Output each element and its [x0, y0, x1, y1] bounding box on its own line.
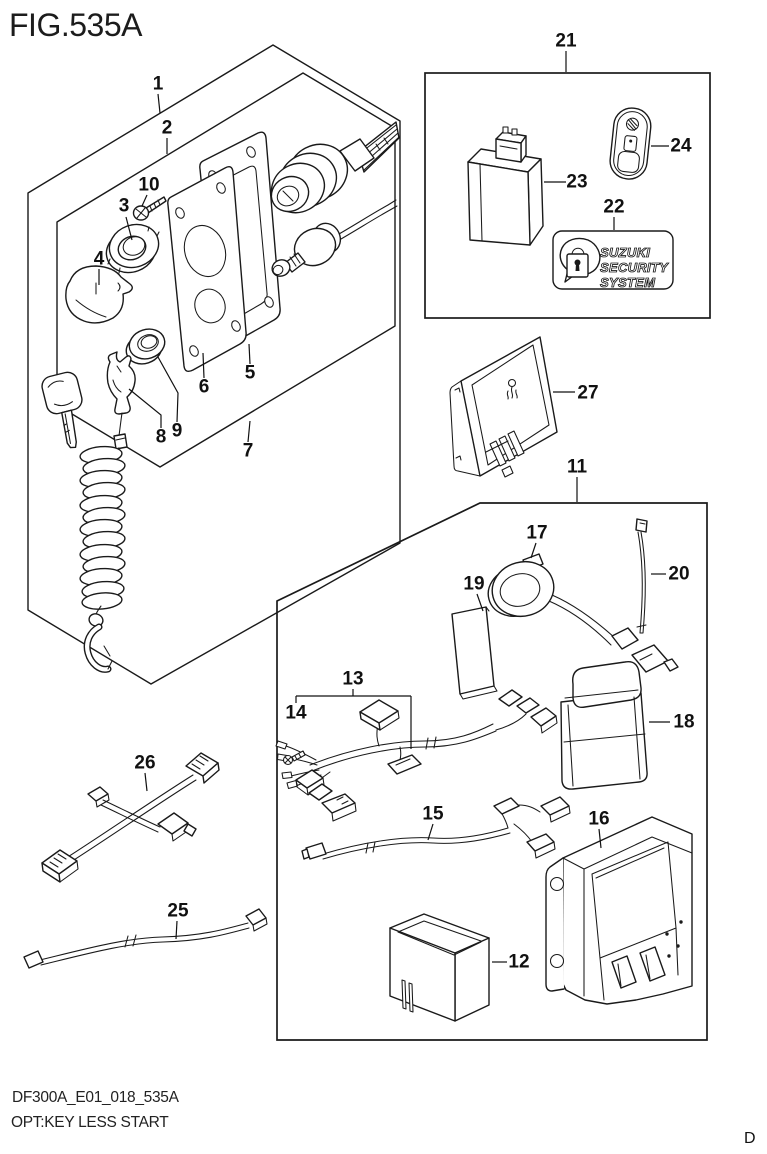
ring-nut: [105, 223, 160, 274]
adhesive-pad: [451, 606, 498, 700]
lanyard-hook: [83, 605, 113, 673]
callout-26-leader: [144, 772, 148, 792]
callout-15-label: 15: [422, 804, 444, 825]
wire-harness-13: [275, 689, 558, 822]
callout-4-label: 4: [94, 249, 105, 270]
callout-18-label: 18: [673, 712, 694, 733]
callout-7-leader: [247, 420, 251, 443]
callout-27-label: 27: [577, 383, 598, 404]
push-switch: [271, 199, 398, 277]
callout-25-label: 25: [167, 901, 189, 922]
case-12: [389, 913, 490, 1022]
callout-13-label: 13: [342, 669, 363, 690]
callout-8-label: 8: [156, 427, 167, 448]
harness-26: [41, 752, 220, 883]
decal-line-3: SYSTEM: [600, 275, 656, 290]
callout-10-leader: [141, 194, 148, 207]
panel-outer-outline: [27, 44, 401, 685]
callout-7-label: 7: [243, 441, 254, 462]
callout-3-label: 3: [119, 196, 130, 217]
antenna-unit: [487, 553, 679, 673]
kit-box-21: [424, 72, 711, 319]
callout-5-label: 5: [245, 363, 256, 384]
callout-25-leader: [175, 920, 178, 940]
callout-20-label: 20: [668, 564, 689, 585]
screw-14: [282, 750, 306, 766]
footer-code: DF300A_E01_018_535A: [12, 1089, 180, 1106]
callout-2-label: 2: [162, 118, 173, 139]
relay-18: [560, 661, 648, 790]
footer-option: OPT:KEY LESS START: [11, 1114, 169, 1131]
screw-10: [132, 196, 167, 221]
callout-11-label: 11: [567, 457, 588, 478]
callout-9-label: 9: [172, 421, 183, 442]
callout-16-leader: [598, 828, 602, 849]
spare-key: [41, 371, 83, 449]
callout-17-leader: [530, 542, 537, 559]
callout-17-label: 17: [526, 523, 547, 544]
security-decal: SUZUKI SECURITY SYSTEM: [552, 230, 674, 290]
callout-5-leader: [248, 343, 251, 365]
callout-26-label: 26: [134, 753, 155, 774]
callout-6-label: 6: [199, 377, 210, 398]
callout-21-label: 21: [555, 31, 577, 52]
callout-19-leader: [476, 593, 484, 612]
page-letter: D: [744, 1130, 756, 1147]
gasket-plate: [167, 165, 247, 373]
lanyard-clip: [106, 351, 136, 450]
cable-25: [23, 908, 268, 969]
control-module: [449, 336, 558, 478]
decal-line-2: SECURITY: [600, 260, 669, 275]
immobilizer-module: [467, 126, 544, 246]
callout-19-label: 19: [463, 574, 484, 595]
callout-8-leader: [128, 388, 162, 428]
lock-nut: [125, 328, 166, 365]
ignition-key-switch: [270, 121, 400, 214]
bracket-16: [545, 816, 693, 1005]
figure-title: FIG.535A: [9, 7, 143, 43]
key-cap: [65, 265, 133, 324]
callout-1-leader: [157, 93, 161, 114]
padlock-icon: [566, 247, 589, 278]
callout-3-leader: [125, 216, 133, 241]
cable-15: [301, 796, 571, 860]
remote-fob: [609, 107, 652, 180]
callout-14-label: 14: [285, 703, 307, 724]
callout-6-leader: [202, 352, 205, 379]
callout-1-label: 1: [153, 74, 164, 95]
callout-24-label: 24: [670, 136, 692, 157]
callout-16-label: 16: [588, 809, 609, 830]
decal-line-1: SUZUKI: [600, 245, 650, 260]
callout-12-label: 12: [508, 952, 529, 973]
callout-10-label: 10: [138, 175, 159, 196]
lanyard-coil: [79, 445, 126, 610]
kit-box-11: [276, 502, 708, 1041]
callout-22-label: 22: [603, 197, 624, 218]
callout-15-leader: [427, 823, 434, 841]
callout-23-label: 23: [566, 172, 587, 193]
cable-tie: [635, 518, 648, 634]
callout-9-leader: [157, 356, 179, 423]
